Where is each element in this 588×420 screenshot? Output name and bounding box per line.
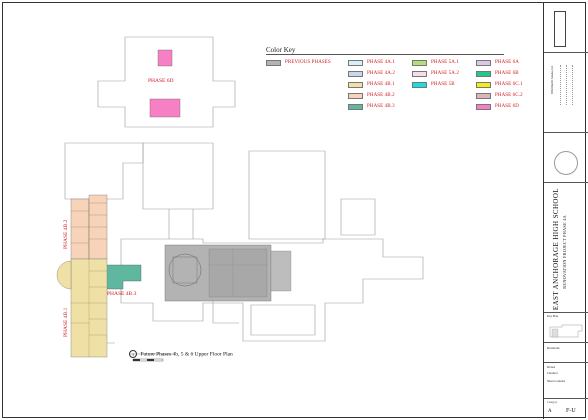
sheet-number: F-U (566, 408, 576, 414)
drawn-label: Drawn (547, 365, 556, 369)
label-phase-6d: PHASE 6D (148, 78, 174, 84)
color-key-label: PHASE 6C.2 (495, 93, 523, 98)
color-swatch (476, 70, 491, 77)
title-block-keyplan-cell (544, 313, 588, 343)
color-key-title: Color Key (266, 46, 296, 54)
color-key-label: PHASE 6A (495, 60, 519, 65)
color-key-item: PHASE 5B (412, 80, 455, 89)
title-block: Whitchurch Alaska, Inc. EAST ANCHORAGE H… (543, 3, 588, 419)
color-key-item: PHASE 6B (476, 69, 519, 78)
color-key-label: PHASE 4A.2 (367, 71, 395, 76)
title-block-logo-cell (544, 3, 588, 53)
color-swatch (348, 81, 363, 88)
color-key-item: PHASE 5A.2 (412, 69, 459, 78)
checked-label: Checked (547, 371, 558, 375)
color-key-item: PHASE 6C.2 (476, 91, 523, 100)
color-key-label: PHASE 6D (495, 104, 519, 109)
label-phase-4b1: PHASE 4B.1 (63, 307, 69, 337)
plan-caption: 1 Future Phases 4b, 5 & 6 Upper Floor Pl… (129, 350, 233, 358)
color-swatch (476, 92, 491, 99)
color-key-item: PHASE 6D (476, 102, 519, 111)
key-plan-thumbnail (549, 324, 583, 338)
color-swatch (412, 81, 427, 88)
label-phase-4b3: PHASE 4B.3 (107, 291, 137, 297)
color-key-item: PHASE 6A (476, 58, 519, 67)
color-key-label: PHASE 6C.1 (495, 82, 523, 87)
color-key-label: PHASE 4B.1 (367, 82, 395, 87)
color-swatch (348, 59, 363, 66)
category-label: Category (547, 401, 558, 404)
color-key-label: PHASE 4A.1 (367, 60, 395, 65)
school-name: EAST ANCHORAGE HIGH SCHOOL (552, 188, 560, 311)
firm-details (566, 65, 568, 105)
color-key-item: PHASE 4A.2 (348, 69, 395, 78)
color-key-label: PHASE 5B (431, 82, 455, 87)
color-key-item: PREVIOUS PHASES (266, 58, 331, 67)
color-key-item: PHASE 4A.1 (348, 58, 395, 67)
color-swatch (348, 70, 363, 77)
color-key-item: PHASE 4B.1 (348, 80, 395, 89)
key-plan-label: Key Plan (547, 314, 559, 318)
color-swatch (348, 103, 363, 110)
district-logo (554, 11, 566, 47)
title-block-revisions-cell (544, 343, 588, 363)
color-key-label: PHASE 5A.2 (431, 71, 459, 76)
color-swatch (348, 92, 363, 99)
color-key-label: PHASE 6B (495, 71, 519, 76)
color-swatch (476, 103, 491, 110)
color-key-rule (266, 54, 504, 55)
professional-seal (554, 151, 578, 175)
color-key-item: PHASE 5A.1 (412, 58, 459, 67)
color-key-item: PHASE 4B.2 (348, 91, 395, 100)
firm-name: Whitchurch Alaska, Inc. (550, 65, 554, 95)
title-block-seal-cell (544, 133, 588, 183)
title-block-project-cell (544, 183, 588, 313)
color-key-label: PREVIOUS PHASES (285, 60, 331, 65)
color-key-label: PHASE 4B.2 (367, 93, 395, 98)
label-phase-4b2: PHASE 4B.2 (63, 219, 69, 249)
firm-details (572, 65, 574, 105)
floor-plan (56, 36, 424, 362)
color-key-item: PHASE 4B.3 (348, 102, 395, 111)
title-block-firm-cell (544, 53, 588, 133)
sheet-category: A (548, 409, 552, 414)
revisions-label: Revisions (547, 346, 560, 350)
color-key-label: PHASE 5A.1 (431, 60, 459, 65)
firm-details (560, 65, 562, 105)
plan-caption-text: Future Phases 4b, 5 & 6 Upper Floor Plan (140, 351, 233, 358)
color-key-label: PHASE 4B.3 (367, 104, 395, 109)
project-name: RENOVATION PROJECT PHASE 4A (562, 215, 567, 289)
color-swatch (476, 59, 491, 66)
color-swatch (412, 59, 427, 66)
color-key-item: PHASE 6C.1 (476, 80, 523, 89)
color-swatch (412, 70, 427, 77)
detail-number: 1 (129, 350, 137, 358)
title-block-info-cell (544, 363, 588, 399)
sheet-contents-label: Sheet Contents (547, 379, 566, 383)
color-swatch (266, 59, 281, 66)
color-swatch (476, 81, 491, 88)
